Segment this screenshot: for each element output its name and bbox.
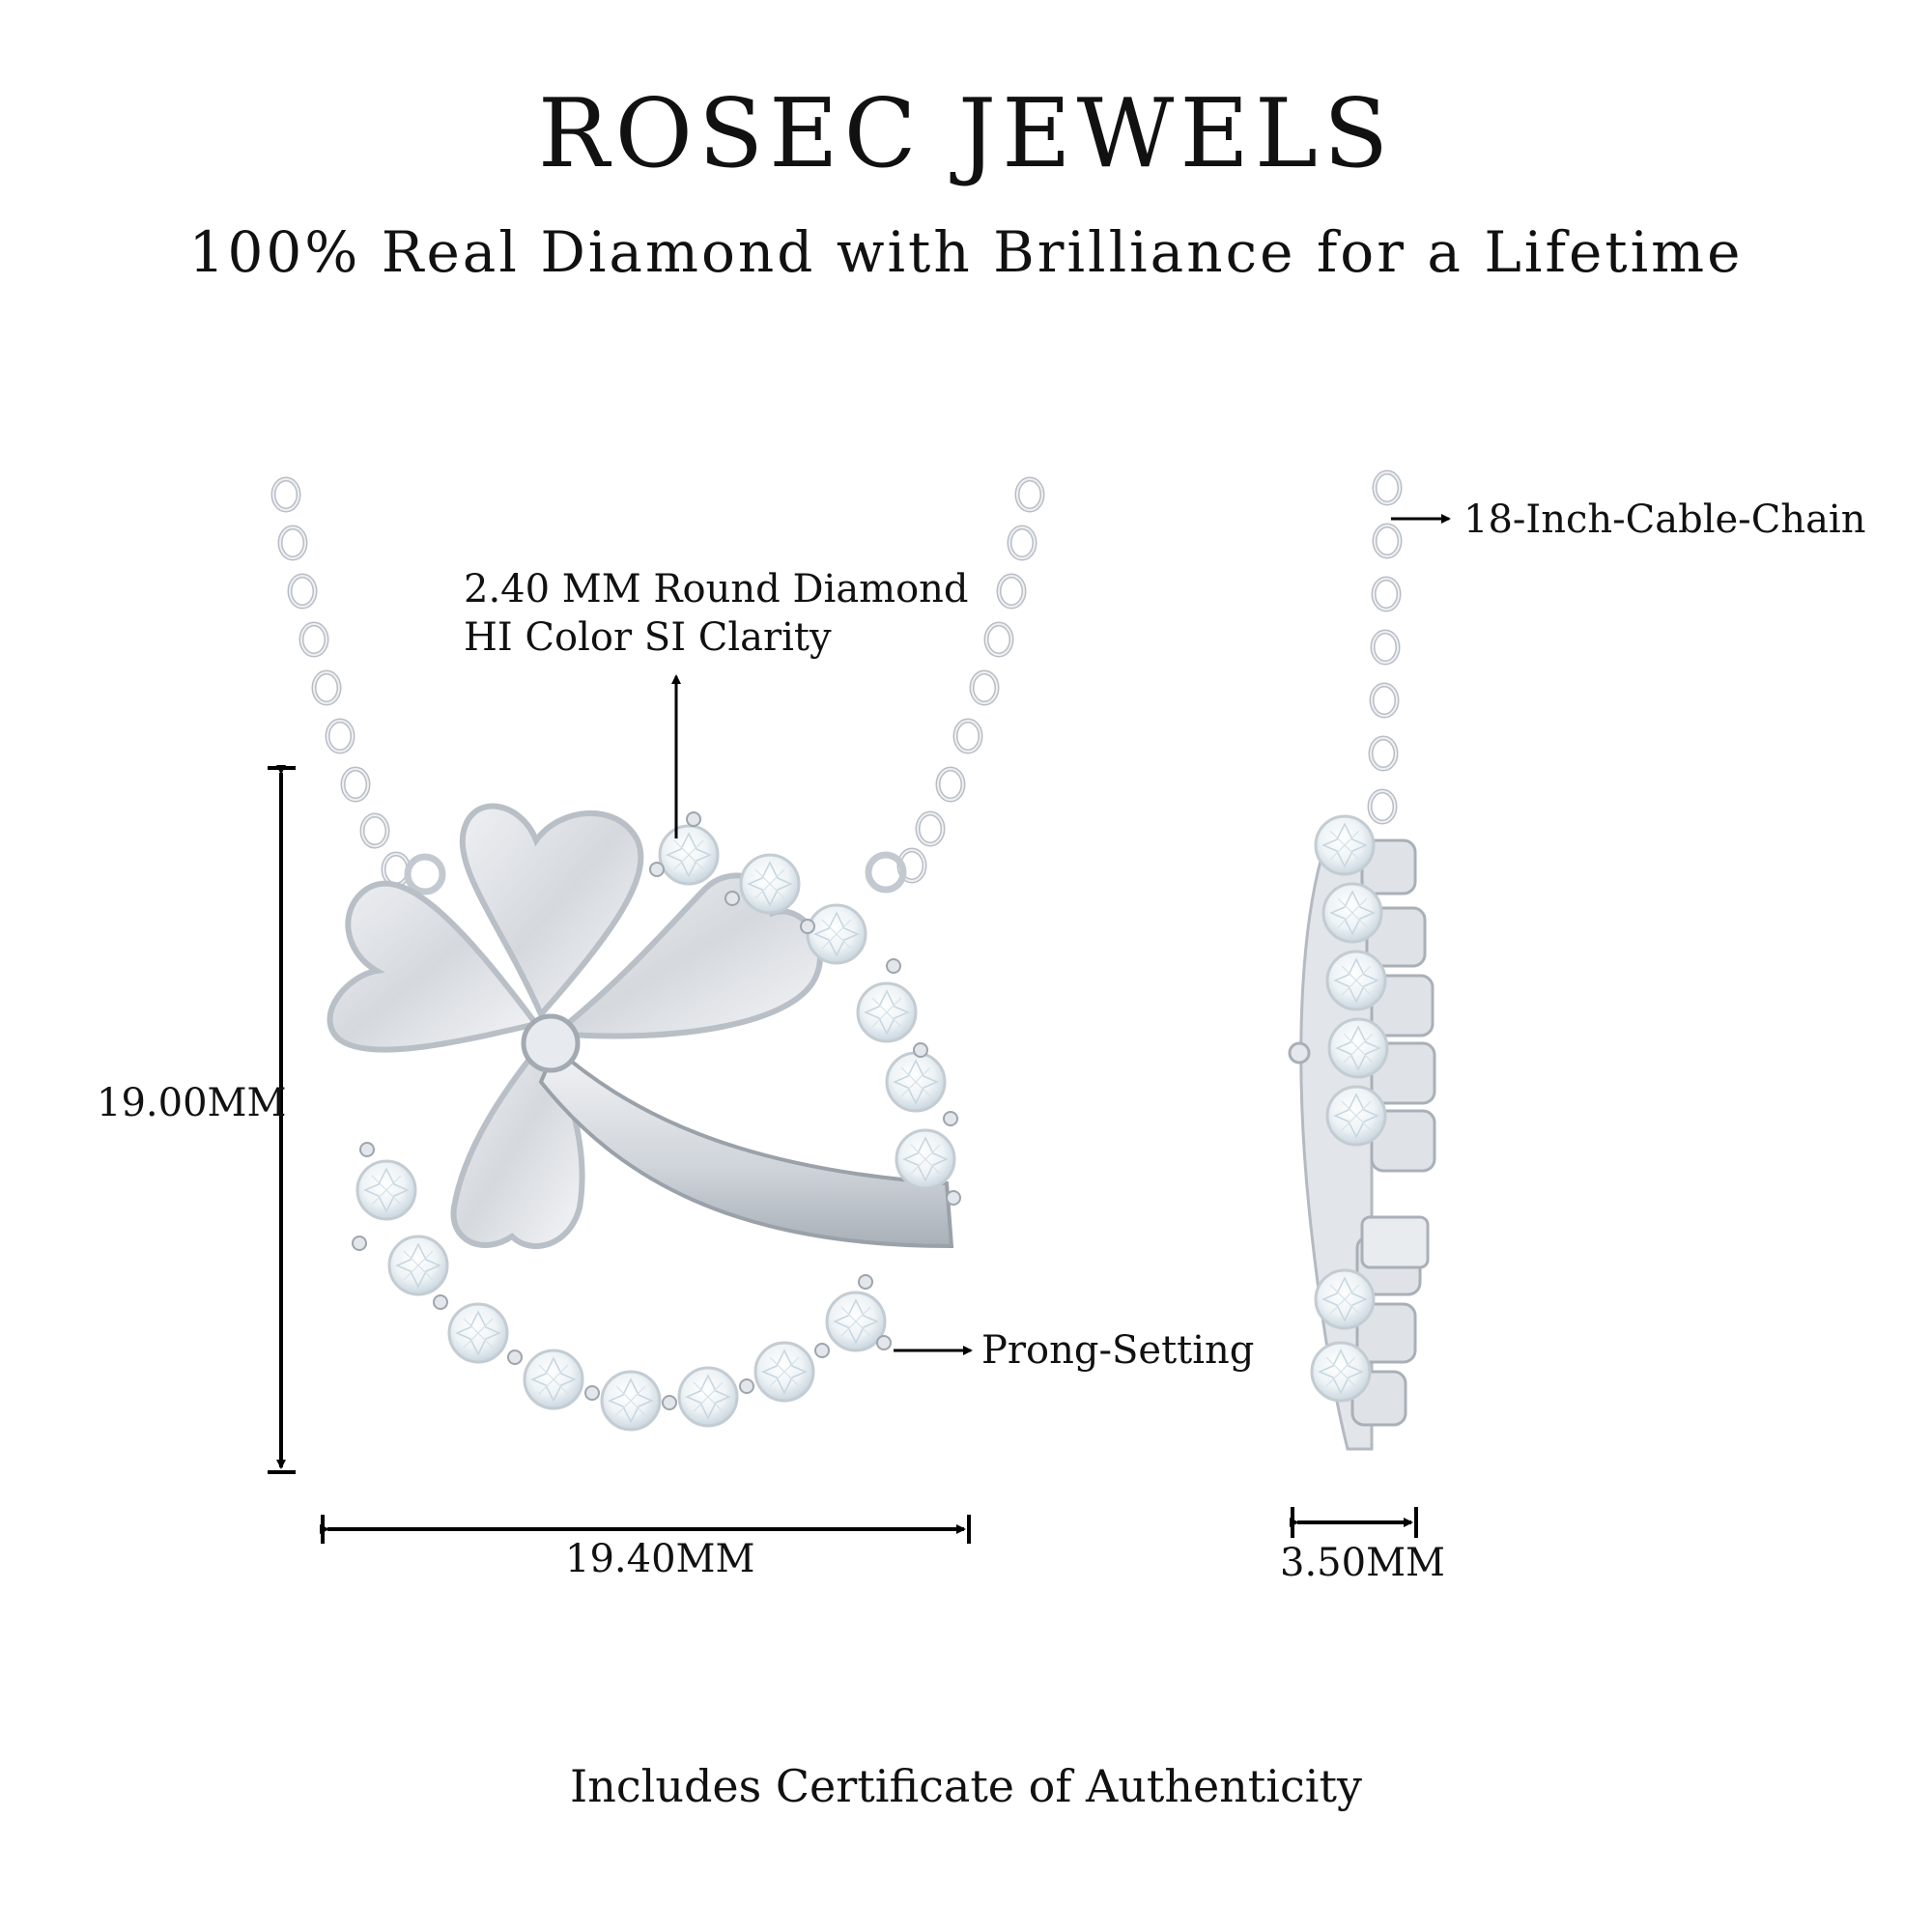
clover-center: [521, 1013, 581, 1073]
height-dimension-label: 19.00MM: [97, 1081, 287, 1125]
chain-label: 18-Inch-Cable-Chain: [1463, 497, 1866, 542]
clover-stem: [538, 1044, 954, 1249]
stone-size-text: 2.40 MM Round Diamond: [464, 567, 969, 611]
side-chain: [1370, 472, 1400, 822]
left-chain: [273, 479, 409, 885]
stone-spec-label: 2.40 MM Round Diamond HI Color SI Clarit…: [464, 565, 969, 662]
certificate-note: Includes Certificate of Authenticity: [570, 1760, 1362, 1812]
side-view-pendant: [1288, 814, 1436, 1451]
brand-title: ROSEC JEWELS: [537, 79, 1395, 189]
stone-grade-text: HI Color SI Clarity: [464, 615, 832, 660]
right-chain: [899, 479, 1042, 881]
tagline: 100% Real Diamond with Brilliance for a …: [188, 219, 1744, 285]
callout-arrows: [671, 514, 1451, 1355]
left-bail: [404, 853, 446, 895]
setting-label: Prong-Setting: [981, 1328, 1255, 1373]
depth-dimension-label: 3.50MM: [1280, 1541, 1445, 1585]
dimension-lines: [268, 765, 1418, 1544]
right-bail: [865, 851, 907, 894]
width-dimension-label: 19.40MM: [565, 1537, 755, 1581]
